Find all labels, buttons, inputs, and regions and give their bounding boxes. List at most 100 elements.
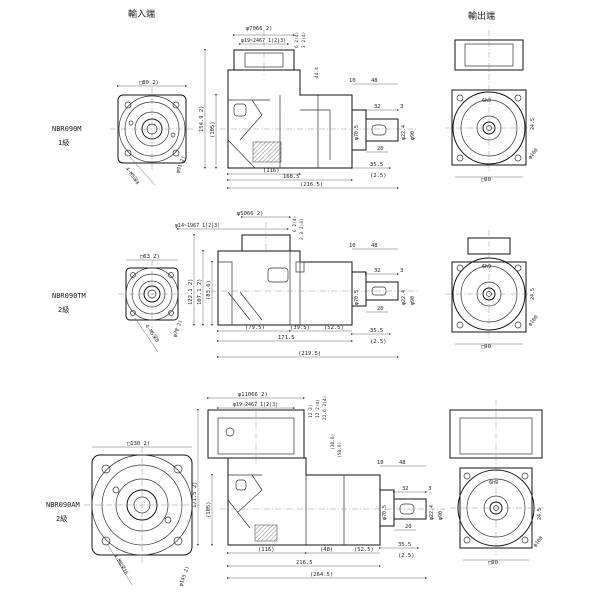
pcd: φ14~1967 1)2)3): [175, 223, 220, 229]
out-48: 48: [399, 460, 406, 466]
input-bolt: 4-M8深16: [112, 553, 130, 576]
header-output-end: 輸出端: [468, 10, 495, 22]
top-n5: (58.6): [337, 442, 343, 458]
model-stage: 2級: [56, 514, 67, 523]
len-52: (52.5): [354, 547, 374, 553]
len-79: (79.5): [245, 325, 265, 331]
key: 6h9: [482, 264, 491, 270]
model-stage: 2級: [58, 305, 69, 314]
out-32: 32: [374, 268, 381, 274]
top-n2: 2.3 2)4): [299, 218, 305, 240]
input-ref: φ145 2): [178, 565, 191, 587]
bore-dia: φ7066 2): [246, 26, 273, 32]
shaft-d3: φ90: [410, 296, 416, 305]
out-35: 35.5: [370, 162, 383, 168]
height-total: 171.5 2): [192, 482, 198, 509]
top-n2: 12 2)4): [315, 399, 321, 418]
height-inner: (105): [210, 121, 216, 138]
shaft-d1: φ70.5: [354, 290, 360, 305]
flange-square: □63 2): [140, 254, 160, 260]
len-52: (52.5): [324, 325, 344, 331]
len-219: (219.5): [298, 351, 321, 357]
model-nbr090tm: NBR090TM 2級 □63 2) 4-M5深8 φ70 2): [52, 211, 540, 359]
out-35: 35.5: [398, 542, 411, 548]
height-inner: (105): [206, 501, 212, 518]
side-view: φ5066 2) φ14~1967 1)2)3) 6 2)4) 2.3 2)4)…: [175, 211, 418, 359]
key: 6h9: [482, 98, 491, 104]
top-n2: 3 2)4): [301, 32, 307, 48]
out-32: 32: [374, 104, 381, 110]
len-171: 171.5: [278, 335, 295, 341]
input-ref: φ91 2): [175, 155, 187, 174]
pcd: φ19~2467 1)2)3): [241, 38, 286, 44]
output-end-view: 6h9 24.5 φ100 □90: [445, 230, 540, 350]
len-116: (116): [263, 168, 280, 174]
model-nbr090m: NBR090M 1級 □80 2) 4-M5深8 φ91 2): [52, 26, 540, 190]
pcd: φ19~2467 1)2)3): [233, 402, 278, 408]
header-input-end: 輸入端: [128, 8, 155, 20]
len-39: (39.5): [290, 325, 310, 331]
shaft-d3: φ90: [410, 131, 416, 140]
top-n3: 44.4: [314, 67, 320, 78]
pcd-out: φ100: [527, 314, 539, 327]
top-n4: (38.6): [330, 434, 336, 450]
height-total: 154.9 2): [199, 106, 205, 133]
top-n1: 6 2)4): [292, 216, 298, 232]
pcd-out: φ100: [532, 535, 544, 548]
out-10: 10: [377, 460, 384, 466]
shaft-d1: φ70.5: [382, 505, 388, 520]
out-32: 32: [402, 486, 409, 492]
pcd-out: φ100: [527, 147, 539, 160]
out-20: 20: [377, 146, 384, 152]
model-name: NBR090AM: [46, 501, 80, 509]
model-stage: 1級: [58, 138, 69, 147]
len-216: 216.5: [296, 560, 313, 566]
shaft-d3: φ90: [438, 511, 444, 520]
out-20: 20: [405, 524, 412, 530]
top-n1: 6 2)4): [294, 32, 300, 48]
out-3: 3: [400, 104, 403, 110]
input-end-view: □63 2) 4-M5深8 φ70 2): [118, 254, 186, 353]
len-116: (116): [258, 547, 275, 553]
bore-dia: φ5066 2): [237, 211, 264, 217]
flange-square: □130 2): [127, 441, 150, 447]
out-48: 48: [371, 243, 378, 249]
bore-dia: φ11066 2): [238, 392, 268, 398]
out-25: (2.5): [370, 173, 387, 179]
out-10: 10: [349, 78, 356, 84]
shaft-d2: φ22.4: [401, 290, 407, 305]
height-inner: 107.1 2): [197, 279, 203, 306]
len-216: (216.5): [300, 182, 323, 188]
out-10: 10: [349, 243, 356, 249]
output-end-view: 6h9 24.5 φ100 □90: [449, 400, 545, 566]
out-35: 35.5: [370, 328, 383, 334]
input-ref: φ70 2): [172, 319, 184, 338]
square-out: □90: [488, 560, 498, 566]
flange-square: □80 2): [139, 80, 159, 86]
height-mid: (83.6): [206, 280, 212, 300]
model-nbr090am: NBR090AM 2級 □130 2) 4-M8深16 φ145 2): [46, 392, 545, 587]
input-bolt: 4-M5深8: [124, 166, 141, 186]
input-end-view: □80 2) 4-M5深8 φ91 2): [110, 80, 194, 186]
out-3: 3: [428, 486, 431, 492]
model-name: NBR090M: [52, 125, 82, 133]
out-20: 20: [377, 306, 384, 312]
key: 6h9: [489, 480, 498, 486]
shaft-d2: φ22.4: [429, 505, 435, 520]
side-view: φ7066 2) φ19~2467 1)2)3) 6 2)4) 3 2)4) 4…: [199, 26, 418, 190]
side-view: φ11066 2) φ19~2467 1)2)3) 12 2) 12 2)4) …: [192, 392, 445, 580]
shaft-d1: φ70.5: [354, 125, 360, 140]
key-h: 24.5: [537, 508, 543, 520]
len-168: 168.5: [283, 174, 300, 180]
model-name: NBR090TM: [52, 292, 86, 300]
out-3: 3: [400, 268, 403, 274]
square-out: □90: [481, 177, 491, 183]
out-48: 48: [371, 78, 378, 84]
output-end-view: 6h9 24.5 φ100 □90: [445, 30, 540, 183]
shaft-d2: φ22.4: [401, 125, 407, 140]
len-48: (48): [320, 547, 333, 553]
height-total: 122.1 2): [188, 279, 194, 306]
out-25: (2.5): [398, 553, 415, 559]
square-out: □90: [481, 344, 491, 350]
